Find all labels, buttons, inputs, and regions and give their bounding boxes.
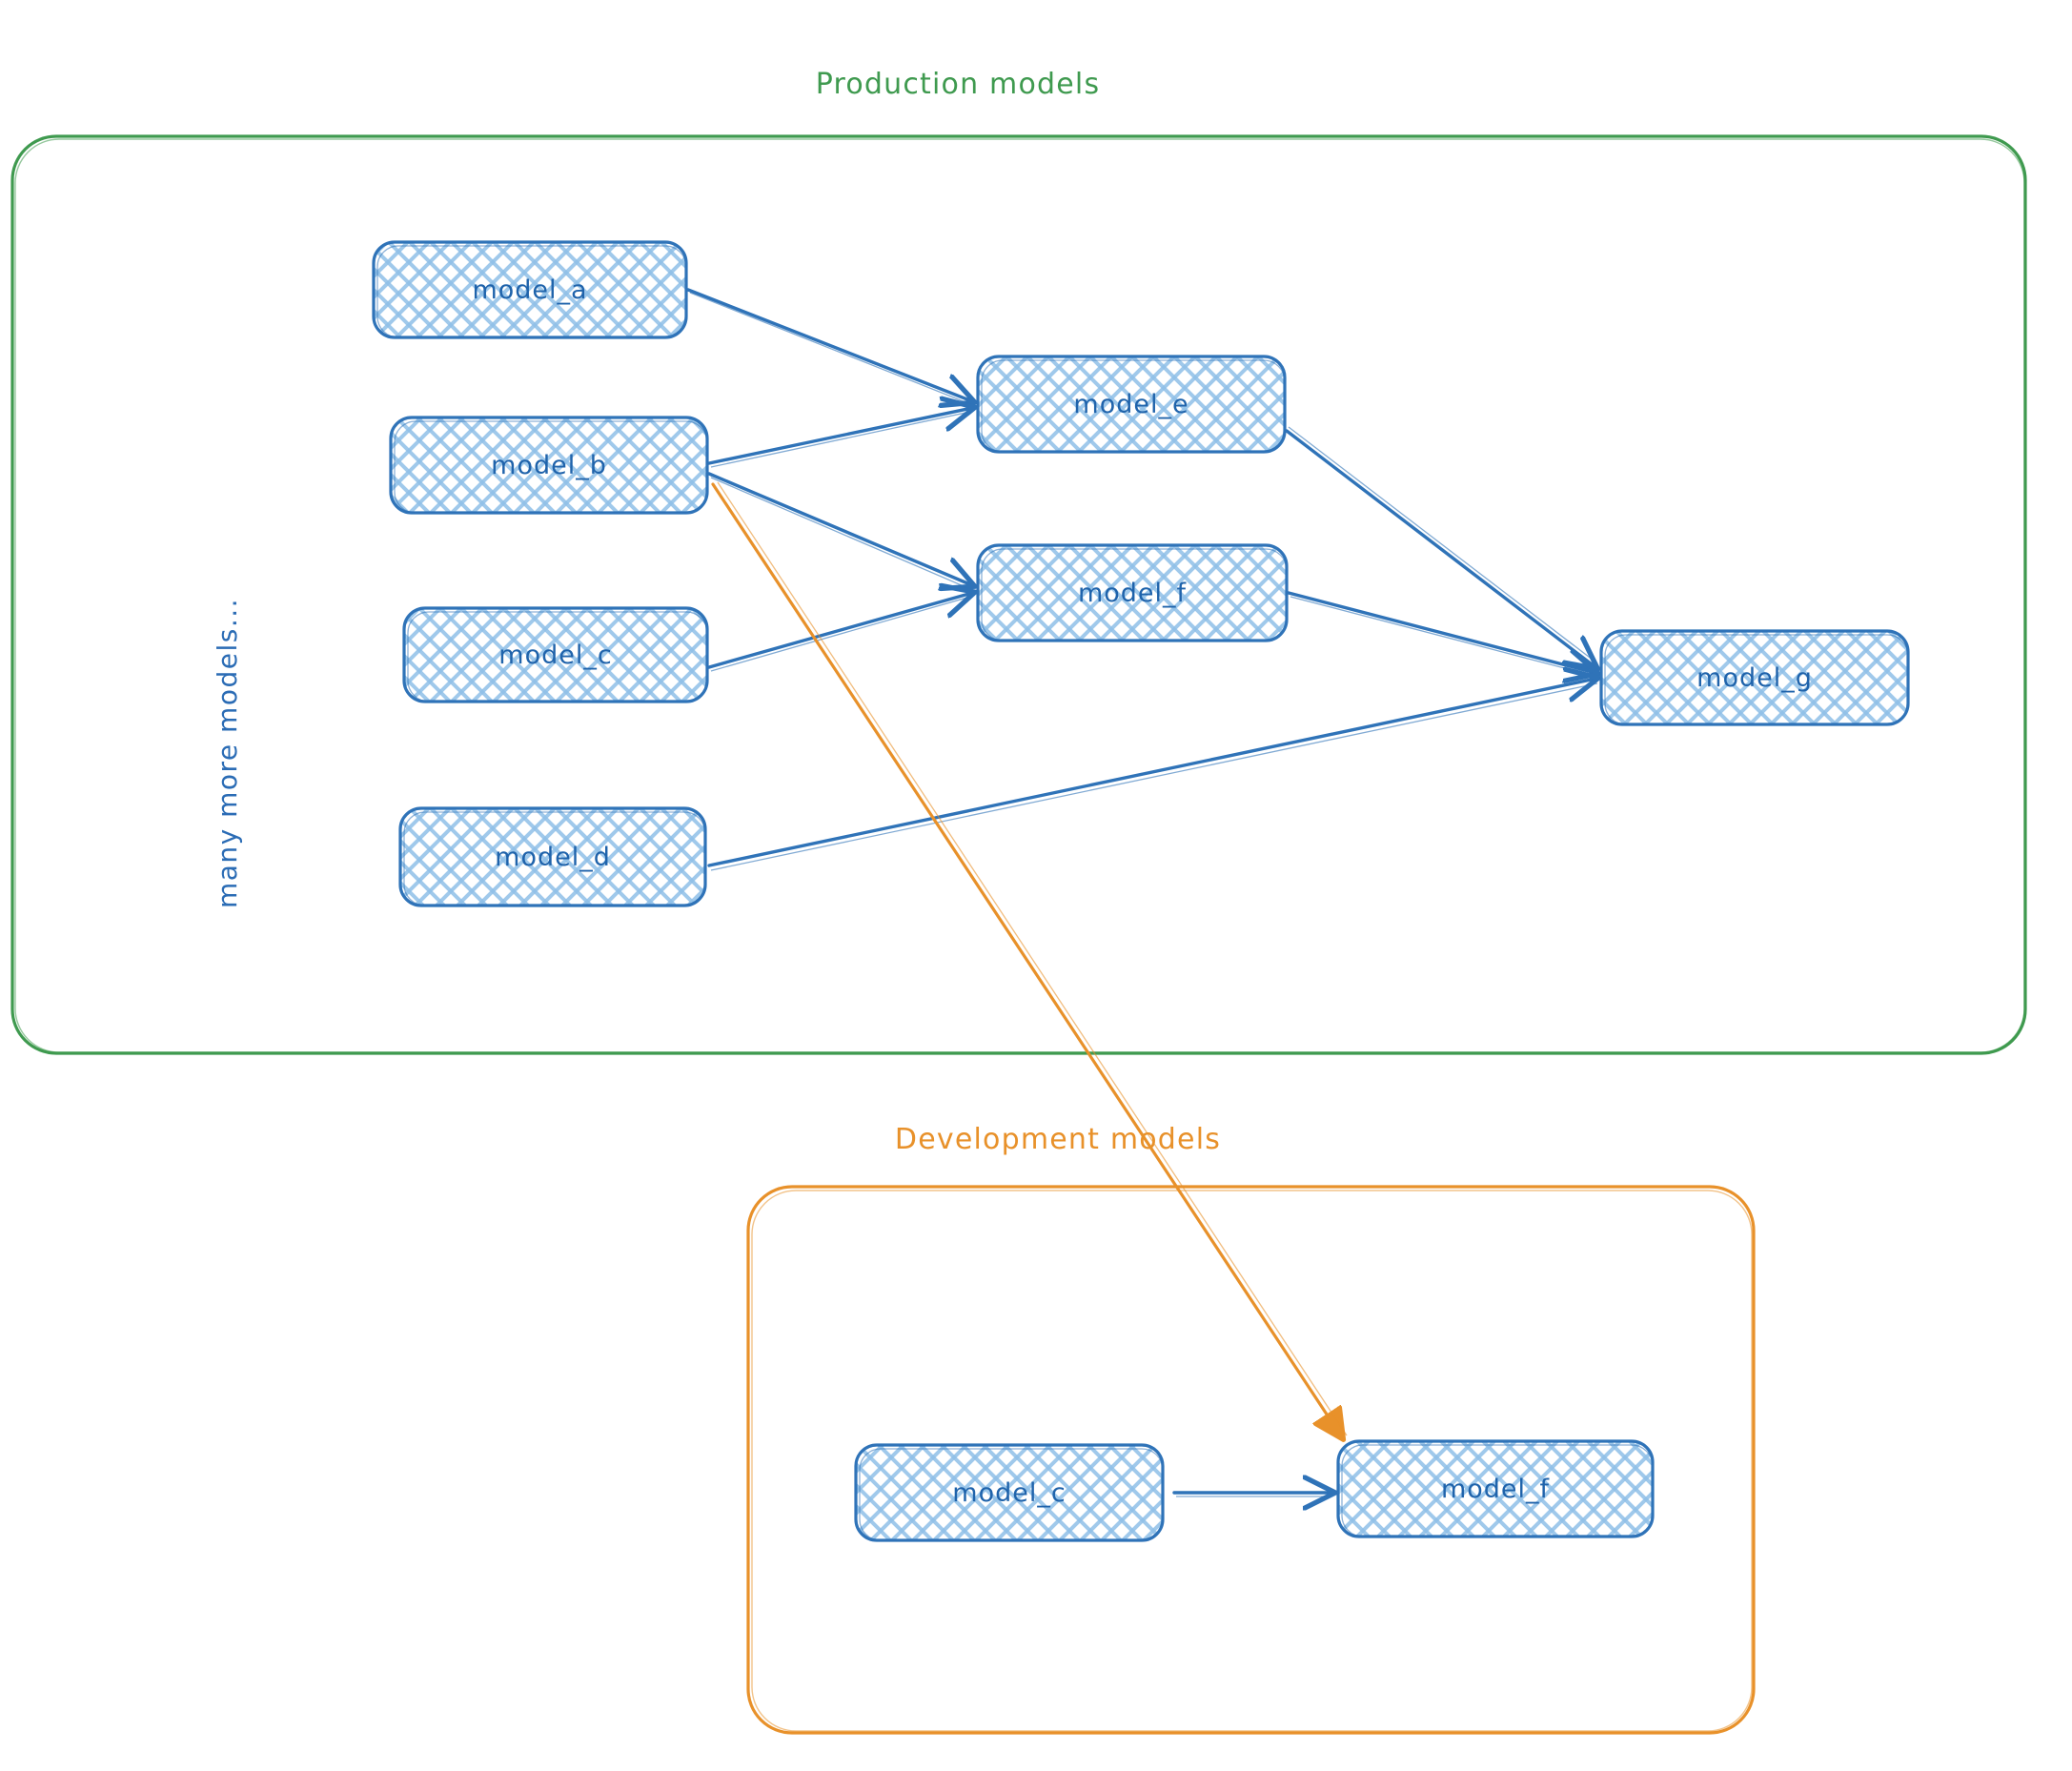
edge-b-to-dev-f <box>711 481 1348 1437</box>
node-label: model_g <box>1696 663 1813 693</box>
node-prod-model-g[interactable]: model_g <box>1599 629 1910 726</box>
edge-b-to-e <box>707 408 972 468</box>
node-box-sketch <box>407 611 708 702</box>
production-border-sketch <box>14 138 2025 1053</box>
edge-devc-to-devf <box>1172 1493 1332 1496</box>
edge-c-to-f <box>707 593 972 672</box>
node-box-sketch <box>859 1448 1164 1541</box>
edges-layer <box>686 288 1597 1496</box>
node-label: model_d <box>495 843 611 872</box>
node-prod-model-b[interactable]: model_b <box>389 416 709 515</box>
node-label: model_c <box>498 641 612 670</box>
node-label: model_c <box>952 1478 1066 1508</box>
many-more-models-note: many more models... <box>212 598 243 908</box>
group-container-production <box>10 134 2027 1055</box>
node-box-sketch <box>376 245 687 338</box>
node-prod-model-f[interactable]: model_f <box>976 543 1289 642</box>
node-box-sketch <box>1341 1444 1654 1537</box>
development-border <box>746 1185 1756 1735</box>
node-label: model_e <box>1073 390 1188 419</box>
edge-f-to-g <box>1287 591 1597 677</box>
edge-b-to-f <box>707 472 972 589</box>
node-box-sketch <box>394 420 708 514</box>
group-container-development <box>746 1185 1756 1735</box>
node-label: model_f <box>1078 579 1188 608</box>
development-group-title: Development models <box>895 1123 1221 1156</box>
node-label: model_f <box>1441 1475 1551 1504</box>
nodes-layer: model_a model_b model_c model_d mode <box>372 240 1910 1542</box>
node-dev-model-c[interactable]: model_c <box>854 1443 1165 1542</box>
node-prod-model-c[interactable]: model_c <box>402 606 709 703</box>
node-box-sketch <box>981 548 1288 641</box>
edge-d-to-g <box>707 679 1597 871</box>
node-box-sketch <box>981 359 1286 453</box>
node-box-sketch <box>1604 634 1909 725</box>
edge-e-to-g <box>1285 426 1597 667</box>
node-prod-model-e[interactable]: model_e <box>976 355 1287 454</box>
production-group-title: Production models <box>816 68 1101 101</box>
edge-a-to-e <box>686 288 972 404</box>
node-prod-model-d[interactable]: model_d <box>398 806 707 907</box>
development-border-sketch <box>751 1190 1753 1732</box>
node-label: model_a <box>472 275 587 305</box>
node-dev-model-f[interactable]: model_f <box>1336 1439 1655 1538</box>
node-box-sketch <box>403 811 706 906</box>
node-label: model_b <box>491 451 607 480</box>
node-prod-model-a[interactable]: model_a <box>372 240 688 339</box>
production-border <box>10 134 2027 1055</box>
